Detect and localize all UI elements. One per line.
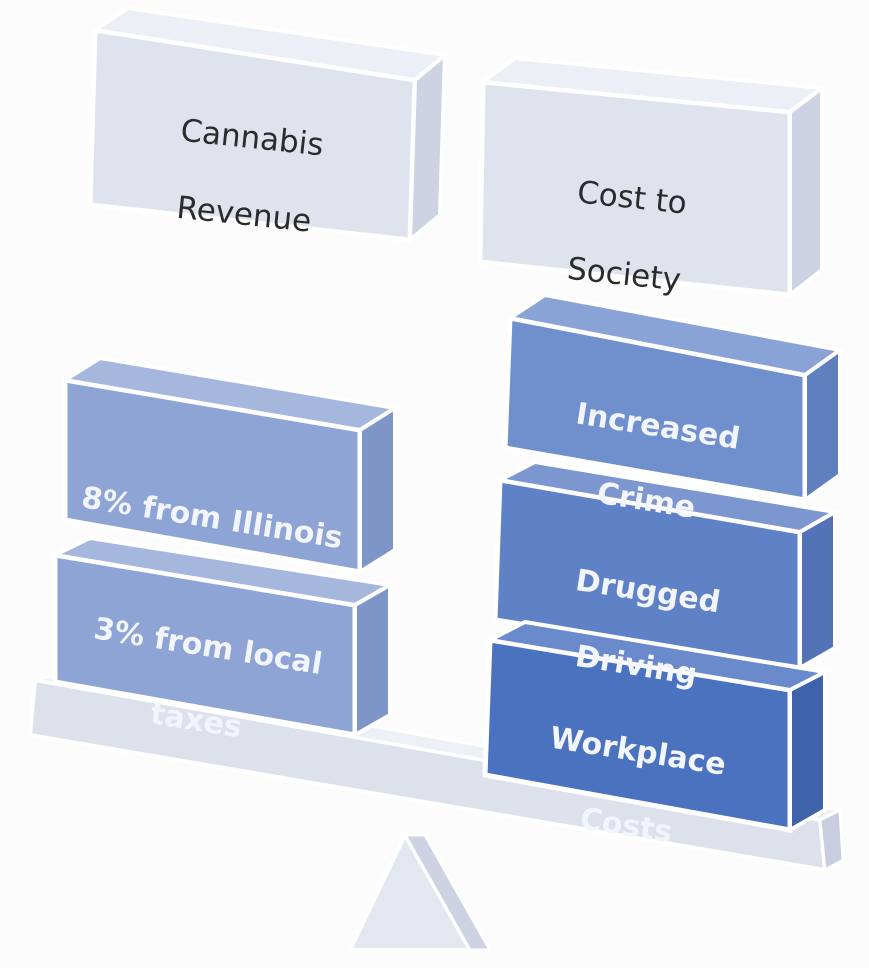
cost-header-box <box>477 55 828 300</box>
left-block-local <box>48 535 396 739</box>
revenue-label: Cannabis Revenue <box>103 66 398 249</box>
revenue-label-line1: Cannabis <box>178 112 326 164</box>
right-block-crime <box>502 292 845 504</box>
scale-fulcrum <box>346 830 493 952</box>
cost-label: Cost to Society <box>483 126 778 309</box>
left-block-local-line1: 3% from local <box>91 610 325 682</box>
right-block-workplace <box>482 619 832 834</box>
revenue-header-box <box>87 5 450 245</box>
right-block-workplace-line1: Workplace <box>547 720 729 783</box>
left-block-illinois <box>59 355 401 576</box>
right-block-driving-line1: Drugged <box>573 562 723 620</box>
right-block-crime-line1: Increased <box>573 396 743 457</box>
cost-label-line1: Cost to <box>575 174 689 222</box>
